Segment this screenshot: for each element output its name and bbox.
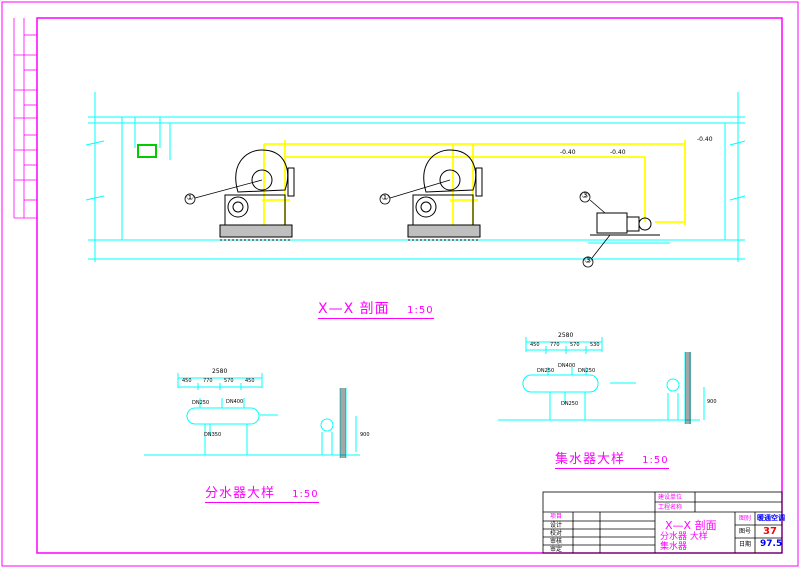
distributor-detail-title: 分水器大样 1:50	[205, 487, 319, 503]
tb-project-label: 建设单位	[658, 494, 683, 501]
collector-overall-dim: 2580	[558, 332, 574, 339]
circulation-pump	[590, 212, 660, 236]
callout-leaders	[184, 179, 611, 268]
distributor-seg-dim-2: 770	[203, 378, 213, 384]
distributor-scale: 1:50	[292, 489, 319, 500]
distributor-overall-dim: 2580	[212, 368, 228, 375]
distributor-nozzle-2: DN400	[226, 399, 244, 405]
tb-field-2: 日期	[739, 541, 752, 548]
collector-seg-dim-3: 570	[570, 342, 580, 348]
tb-date: 97.5	[760, 539, 783, 549]
tb-discipline: 暖通空调	[757, 514, 785, 522]
tb-drawing-name-3: 集水器	[660, 542, 688, 552]
tb-row-label-3: 审核	[550, 538, 563, 545]
distributor-title-text: 分水器大样	[205, 486, 276, 501]
collector-seg-dim-4: 530	[590, 342, 600, 348]
distributor-nozzle-3: DN350	[204, 432, 222, 438]
tb-row-label-1: 设计	[550, 522, 563, 529]
tb-row-label-4: 审定	[550, 546, 563, 553]
distributor-seg-dim-4: 450	[245, 378, 255, 384]
tb-row-label-0: 项目	[550, 513, 563, 520]
collector-title-text: 集水器大样	[555, 452, 626, 467]
pipe-elev-label-3: -0.40	[697, 136, 713, 143]
callout-pump-top: ③	[581, 191, 590, 201]
distributor-height-dim: 900	[360, 432, 370, 438]
pipe-elev-label-1: -0.40	[560, 149, 576, 156]
tb-field-0: 图别	[739, 515, 752, 522]
collector-seg-dim-1: 450	[530, 342, 540, 348]
section-view-title: X—X 剖面 1:50	[318, 302, 434, 319]
inner-frame	[36, 17, 783, 554]
pump-base	[570, 239, 680, 244]
section-view-scale: 1:50	[407, 305, 434, 316]
collector-seg-dim-2: 770	[550, 342, 560, 348]
collector-detail	[498, 337, 705, 424]
collector-height-dim: 900	[707, 399, 717, 405]
collector-nozzle-2: DN400	[558, 363, 576, 369]
distributor-detail	[144, 373, 360, 458]
collector-scale: 1:50	[642, 455, 669, 466]
title-block-grid	[542, 491, 783, 554]
exhaust-damper-highlight	[137, 144, 157, 158]
distributor-wall-hatch	[340, 388, 346, 458]
distributor-nozzle-1: DN250	[192, 400, 210, 406]
tb-drawing-name-1: X—X 剖面	[665, 519, 717, 532]
boiler-unit-2	[407, 149, 483, 241]
collector-bottom-label: DN250	[561, 401, 579, 407]
tb-project-label2: 工程名称	[658, 504, 683, 511]
callout-boiler-1: ①	[186, 193, 195, 203]
section-view-title-main: X—X	[318, 301, 355, 317]
collector-nozzle-3: DN250	[578, 368, 596, 374]
collector-detail-title: 集水器大样 1:50	[555, 453, 669, 469]
collector-nozzle-1: DN250	[537, 368, 555, 374]
callout-pump-bottom: ③	[584, 256, 593, 266]
section-view-title-suffix: 剖面	[359, 301, 390, 317]
binding-strip	[13, 18, 38, 219]
boiler-unit-1	[219, 149, 295, 241]
distributor-seg-dim-1: 450	[182, 378, 192, 384]
distributor-seg-dim-3: 570	[224, 378, 234, 384]
callout-boiler-2: ①	[381, 193, 390, 203]
collector-wall-hatch	[685, 352, 691, 424]
tb-row-label-2: 校对	[550, 530, 563, 537]
tb-sheet-no: 37	[763, 526, 777, 537]
tb-drawing-name-2: 分水器 大样	[660, 532, 708, 542]
pipe-elev-label-2: -0.40	[610, 149, 626, 156]
tb-field-1: 图号	[739, 528, 752, 535]
